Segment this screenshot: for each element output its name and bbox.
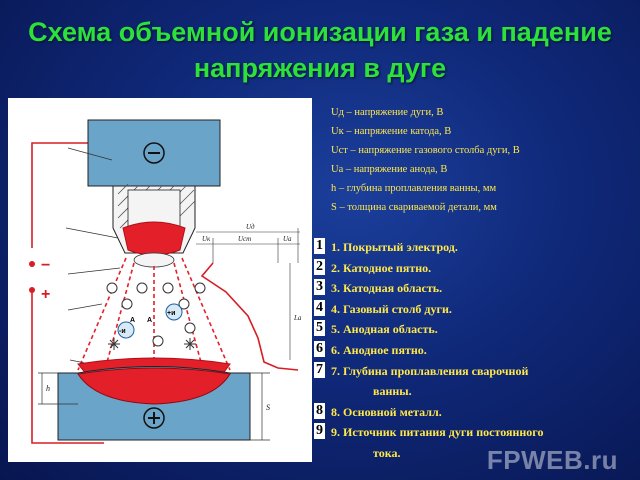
diagram-svg: − + [29, 119, 302, 444]
part-item-5: 5 5. Анодная область. [314, 318, 634, 339]
legend-item-h: h – глубина проплавления ванны, мм [331, 183, 497, 194]
particle-a-label-2: A [147, 317, 152, 324]
parts-list: 1 1. Покрытый электрод. 2 2. Катодное пя… [314, 236, 634, 463]
label-ust: Uст [238, 235, 251, 243]
cathode-circle [143, 142, 165, 164]
part-item-2: 2 2. Катодное пятно. [314, 257, 634, 278]
label-h: h [46, 384, 50, 393]
label-ud: Uд [246, 223, 255, 231]
part-label: 9. Источник питания дуги постоянного ток… [331, 422, 621, 463]
part-item-1: 1 1. Покрытый электрод. [314, 236, 634, 257]
part-number-badge: 6 [314, 340, 325, 357]
part-item-8: 8 8. Основной металл. [314, 401, 634, 422]
label-uk: Uк [202, 235, 211, 243]
particles: -и +и A A [106, 282, 206, 347]
part-label: 2. Катодное пятно. [331, 260, 432, 275]
arc-column-lines [77, 257, 231, 371]
terminal-minus-label: − [41, 257, 50, 274]
legend-item-ua: Uа – напряжение анода, В [331, 164, 448, 175]
terminal-plus-label: + [41, 286, 50, 303]
label-la: Lа [293, 314, 302, 322]
legend: Uд – напряжение дуги, В Uк – напряжение … [331, 103, 631, 217]
part-number-badge: 5 [314, 320, 325, 337]
part-item-6: 6 6. Анодное пятно. [314, 339, 634, 360]
dimension-s [250, 372, 270, 441]
part-item-3: 3 3. Катодная область. [314, 277, 634, 298]
part-label: 6. Анодное пятно. [331, 342, 427, 357]
dimension-h [38, 372, 78, 405]
voltage-curve [200, 262, 299, 371]
cathode-drop [133, 252, 175, 268]
part-label: 1. Покрытый электрод. [331, 240, 458, 254]
part-label-line: 7. Глубина проплавления сварочной [331, 363, 529, 378]
part-item-7: 7 7. Глубина проплавления сварочной ванн… [314, 360, 634, 401]
particle-pos-label: +и [167, 310, 175, 317]
legend-item-uk: Uк – напряжение катода, В [331, 126, 452, 137]
voltage-dimension-lines [196, 228, 300, 360]
arc-ionization-diagram: − + [8, 98, 312, 462]
part-number-badge: 3 [314, 279, 325, 296]
spark-marks [108, 338, 196, 350]
part-label-continuation: тока. [373, 445, 401, 460]
part-item-4: 4 4. Газовый столб дуги. [314, 298, 634, 319]
part-number-badge: 2 [314, 258, 325, 275]
part-number-badge: 9 [314, 423, 325, 440]
legend-item-ud: Uд – напряжение дуги, В [331, 107, 444, 118]
label-ua: Uа [283, 235, 292, 243]
part-number-badge: 8 [314, 402, 325, 419]
slide-title: Схема объемной ионизации газа и падение … [28, 17, 612, 83]
part-label: 8. Основной металл. [331, 404, 442, 419]
part-label: 3. Катодная область. [331, 281, 443, 296]
part-label: 5. Анодная область. [331, 322, 438, 337]
power-wires [31, 142, 112, 444]
part-label-continuation: ванны. [373, 384, 412, 399]
legend-item-ust: Uст – напряжение газового столба дуги, В [331, 145, 520, 156]
terminal-minus-dot [29, 261, 35, 267]
part-number-badge: 1 [314, 238, 325, 254]
label-s: S [266, 403, 270, 412]
part-label: 4. Газовый столб дуги. [331, 301, 452, 316]
cathode-spot [122, 221, 186, 256]
particle-neg-label: -и [119, 328, 126, 335]
part-label-line: 9. Источник питания дуги постоянного [331, 425, 544, 440]
part-item-9: 9 9. Источник питания дуги постоянного т… [314, 421, 634, 462]
anode-circle [143, 407, 165, 429]
part-number-badge: 7 [314, 361, 325, 378]
watermark-logo: FPWEB.ru [486, 445, 618, 475]
particle-a-label-1: A [130, 317, 135, 324]
part-number-badge: 4 [314, 299, 325, 316]
weld-pool [77, 367, 231, 405]
part-label: 7. Глубина проплавления сварочной ванны. [331, 361, 621, 402]
legend-item-s: S – толщина свариваемой детали, мм [331, 202, 497, 213]
terminal-plus-dot [29, 287, 35, 293]
